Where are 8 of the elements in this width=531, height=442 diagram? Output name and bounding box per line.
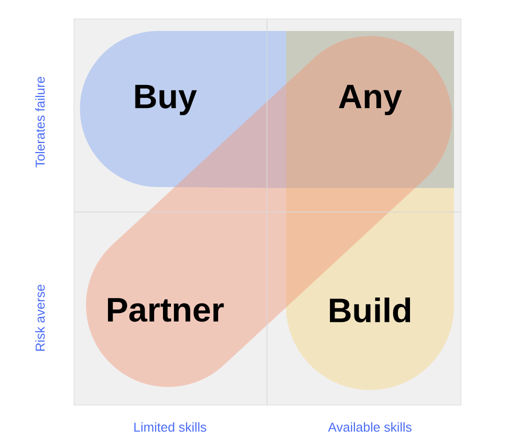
quadrant-label: Build bbox=[330, 298, 410, 322]
axis-label: Tolerates failure bbox=[35, 76, 45, 168]
quadrant-label: Buy bbox=[135, 84, 197, 116]
quadrant-label: Partner bbox=[108, 298, 224, 322]
quadrant-label: Any bbox=[338, 84, 402, 116]
axis-label: Limited skills bbox=[134, 422, 206, 432]
axis-label: Risk averse bbox=[35, 284, 45, 351]
axis-label: Available skills bbox=[328, 422, 412, 432]
